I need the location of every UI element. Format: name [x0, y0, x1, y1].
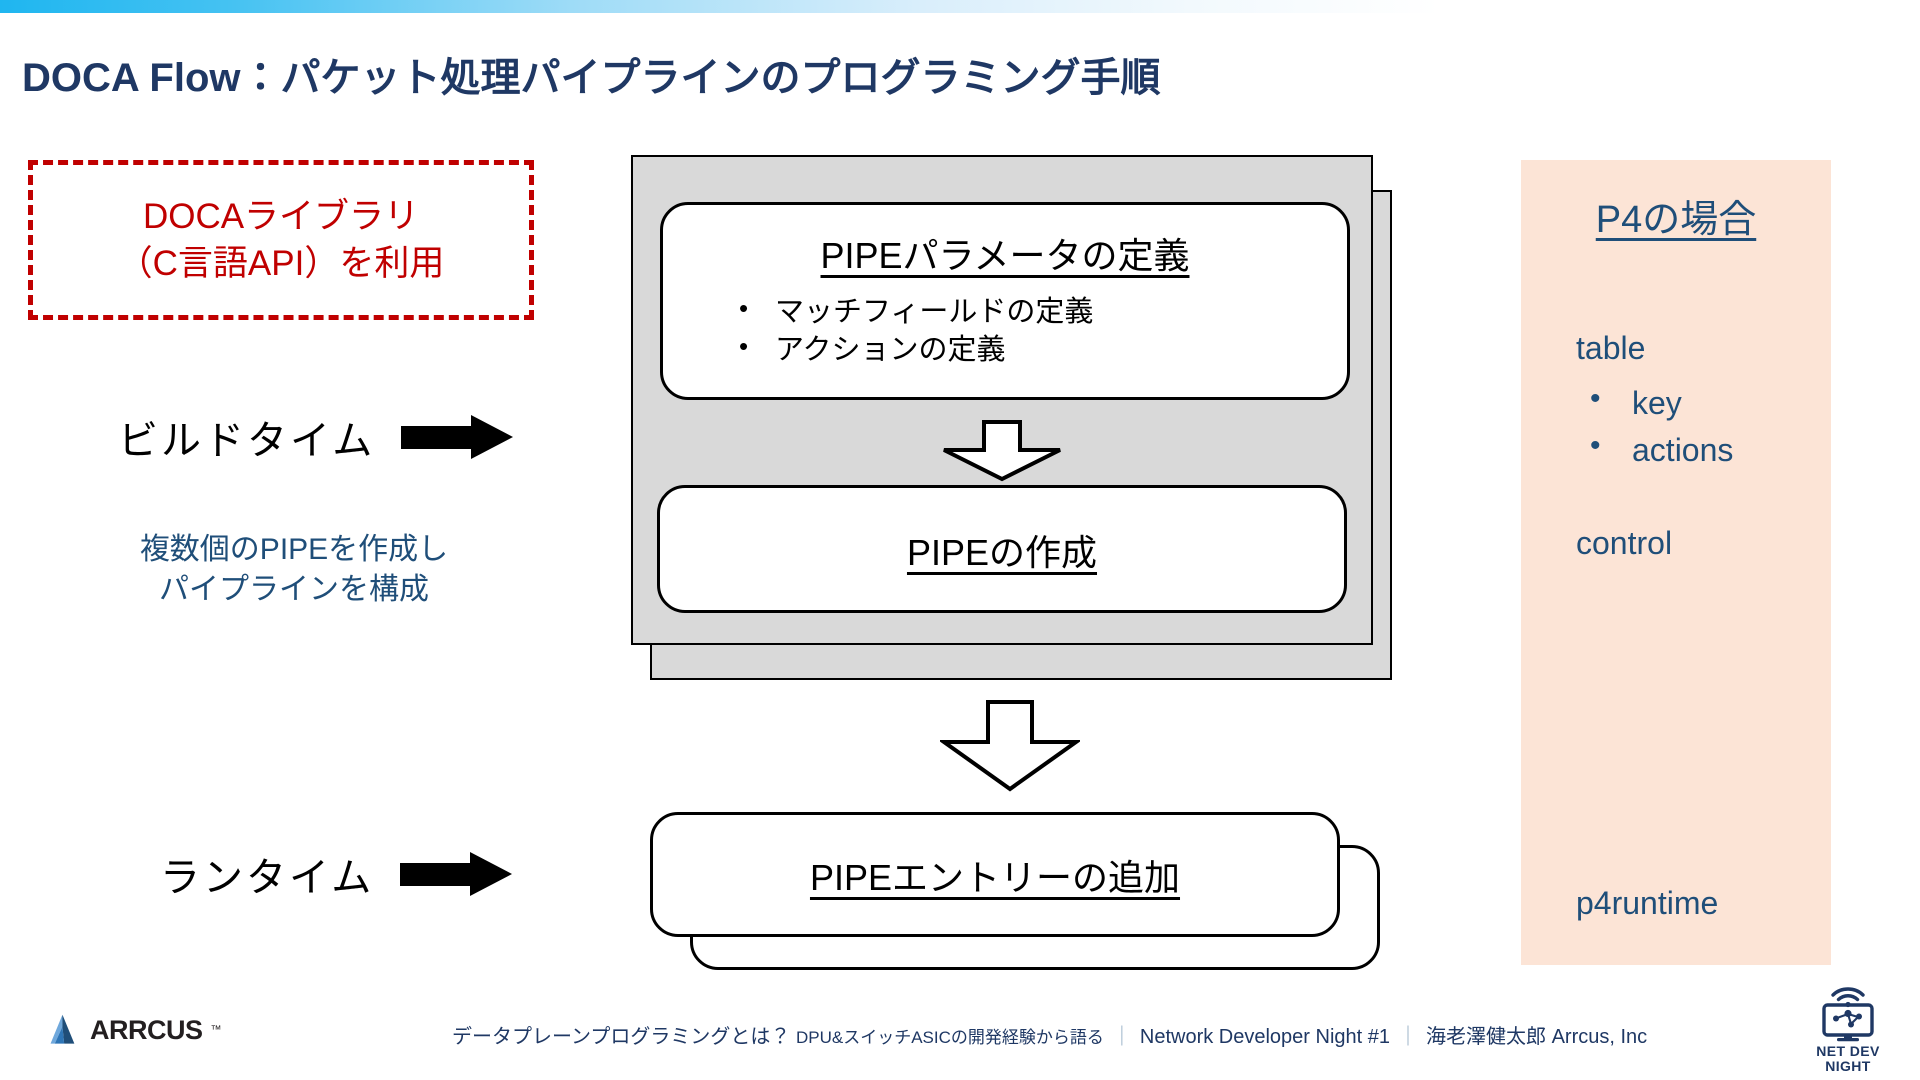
footer-event: Network Developer Night #1 — [1139, 1026, 1391, 1048]
p4-panel-title: P4の場合 — [1595, 199, 1757, 241]
net-dev-night-text: NET DEV NIGHT — [1816, 1044, 1879, 1073]
footer-caption: データプレーンプログラミングとは？ DPU&スイッチASICの開発経験から語る ｜… — [452, 1020, 1647, 1049]
buildtime-note-line-1: 複数個のPIPEを作成し — [139, 533, 449, 566]
badge-line-2: NIGHT — [1825, 1057, 1871, 1074]
right-arrow-icon — [400, 852, 513, 896]
down-arrow-icon — [940, 420, 1064, 482]
arrcus-trademark: ™ — [210, 1024, 222, 1036]
footer-caption-small: DPU&スイッチASICの開発経験から語る — [795, 1028, 1104, 1047]
callout-text: DOCAライブラリ （C言語API）を利用 — [33, 165, 529, 315]
arrcus-wordmark: ARRCUS — [90, 1014, 203, 1045]
footer-speaker: 海老澤健太郎 Arrcus, Inc — [1426, 1026, 1648, 1048]
p4-table-items: key actions — [1576, 377, 1733, 475]
footer-separator-2: ｜ — [1398, 1026, 1419, 1048]
p4-control-label: control — [1576, 525, 1673, 561]
page-title: DOCA Flow：パケット処理パイプラインのプログラミング手順 — [22, 55, 1161, 100]
p4-table-label: table — [1576, 330, 1646, 366]
accent-top-bar — [0, 0, 1920, 13]
callout-line-2: （C言語API）を利用 — [117, 244, 445, 283]
down-arrow-icon — [940, 700, 1080, 792]
p4-runtime-label: p4runtime — [1576, 885, 1719, 921]
buildtime-note-line-2: パイプラインを構成 — [159, 572, 429, 606]
pipe-params-box: PIPEパラメータの定義 マッチフィールドの定義 アクションの定義 — [660, 202, 1350, 400]
list-item: アクションの定義 — [733, 329, 1347, 369]
list-item: マッチフィールドの定義 — [733, 291, 1347, 331]
pipe-params-bullets: マッチフィールドの定義 アクションの定義 — [733, 291, 1347, 370]
buildtime-note: 複数個のPIPEを作成し パイプラインを構成 — [84, 530, 504, 610]
callout-line-1: DOCAライブラリ — [142, 196, 420, 236]
p4-comparison-panel: P4の場合 table key actions control p4runtim… — [1521, 160, 1831, 965]
pipe-create-box: PIPEの作成 — [657, 485, 1347, 613]
pipe-entry-box: PIPEエントリーの追加 — [650, 812, 1340, 937]
footer-caption-main: データプレーンプログラミングとは？ — [452, 1026, 796, 1048]
pipe-entry-heading: PIPEエントリーの追加 — [809, 857, 1181, 898]
stage-runtime: ランタイム — [160, 845, 513, 903]
stage-runtime-label: ランタイム — [160, 856, 375, 900]
list-item: actions — [1576, 424, 1733, 474]
arrcus-mark-icon — [50, 1014, 75, 1044]
right-arrow-icon — [401, 415, 514, 459]
monitor-network-icon — [1822, 987, 1874, 1042]
arrcus-logo: ARRCUS ™ — [48, 1013, 222, 1047]
badge-line-1: NET DEV — [1816, 1043, 1880, 1059]
stage-buildtime: ビルドタイム — [118, 408, 514, 466]
pipe-create-heading: PIPEの作成 — [906, 532, 1098, 573]
pipe-params-heading: PIPEパラメータの定義 — [820, 235, 1190, 276]
stage-buildtime-label: ビルドタイム — [118, 419, 376, 463]
net-dev-night-badge: NET DEV NIGHT — [1793, 984, 1903, 1074]
doca-library-callout: DOCAライブラリ （C言語API）を利用 — [28, 160, 534, 320]
list-item: key — [1576, 377, 1733, 427]
footer-separator-1: ｜ — [1111, 1026, 1132, 1048]
